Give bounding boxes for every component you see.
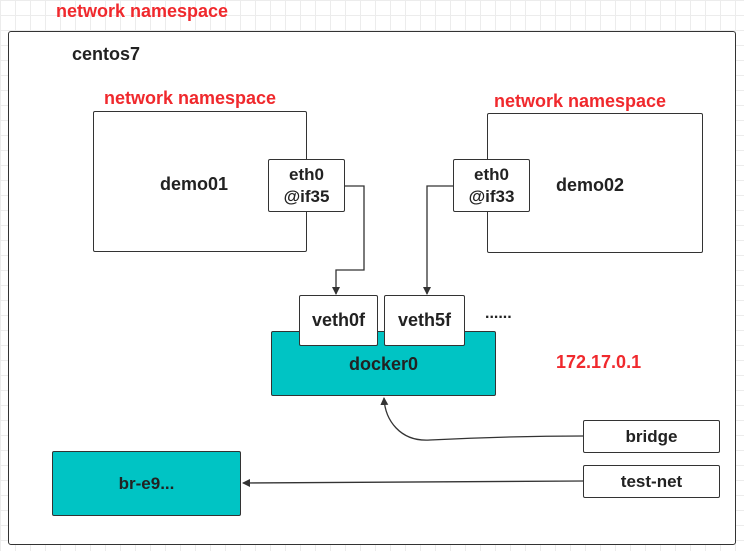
veth0f-label: veth0f <box>311 310 365 330</box>
more-ports-ellipsis: ...... <box>485 305 512 322</box>
namespace1-title: network namespace <box>104 88 277 108</box>
demo01-label: demo01 <box>160 174 229 194</box>
host-label: centos7 <box>72 44 141 64</box>
br-e9-label: br-e9... <box>118 473 175 493</box>
ns2-eth0-name: eth0 <box>474 164 509 184</box>
veth5f-port: veth5f <box>384 295 465 346</box>
demo02-label: demo02 <box>556 175 625 195</box>
bridge-to-docker0-link <box>380 397 584 441</box>
namespace2-eth0-port: eth0 @if33 <box>453 159 530 212</box>
ns1-eth0-peer: @if35 <box>283 186 330 206</box>
br-e9-bridge: br-e9... <box>52 451 241 516</box>
eth0-to-veth0f-link <box>332 185 365 295</box>
docker0-label: docker0 <box>348 354 419 374</box>
docker0-ip-label: 172.17.0.1 <box>556 352 642 372</box>
test-net-box: test-net <box>583 465 720 498</box>
bridge-driver-box: bridge <box>583 420 720 453</box>
outer-namespace-title: network namespace <box>56 1 229 21</box>
test-net-to-br-e9-link <box>242 478 584 487</box>
namespace2-title: network namespace <box>494 91 667 111</box>
test-net-label: test-net <box>620 471 683 491</box>
namespace1-eth0-port: eth0 @if35 <box>268 159 345 212</box>
veth0f-port: veth0f <box>299 295 378 346</box>
bridge-label: bridge <box>625 426 678 446</box>
veth5f-label: veth5f <box>397 310 451 330</box>
ns2-eth0-peer: @if33 <box>468 186 515 206</box>
eth0-to-veth5f-link <box>423 185 453 295</box>
ns1-eth0-name: eth0 <box>289 164 324 184</box>
